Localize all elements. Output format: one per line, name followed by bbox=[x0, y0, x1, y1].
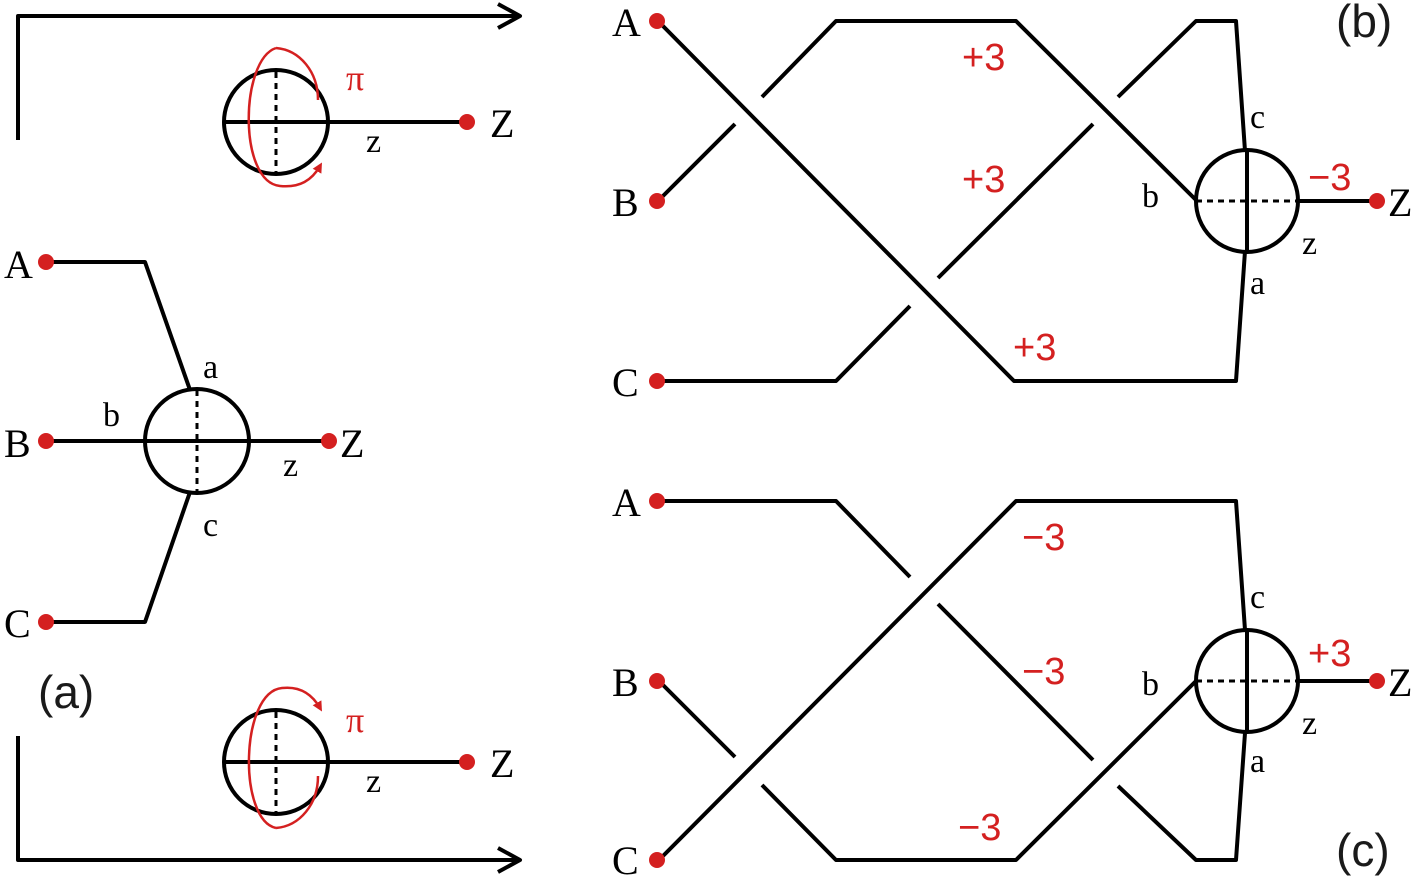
leg-label-c: c bbox=[203, 507, 218, 544]
terminal-dot-c-b bbox=[649, 373, 665, 389]
twist-label-b-3: +3 bbox=[1013, 327, 1056, 369]
terminal-label-c-b: C bbox=[612, 360, 639, 405]
strand-c-upper bbox=[1116, 19, 1247, 152]
leg-label-z-top: z bbox=[366, 123, 381, 160]
terminal-label-z-top: Z bbox=[490, 101, 514, 146]
strand-a bbox=[657, 20, 1247, 383]
leg-c bbox=[46, 491, 192, 624]
strand-b-lower-c bbox=[760, 679, 1198, 862]
terminal-dot-z-b bbox=[1369, 193, 1385, 209]
leg-label-z-bottom: z bbox=[366, 763, 381, 800]
twist-label-b-vertex: −3 bbox=[1308, 157, 1351, 199]
terminal-label-c-c: C bbox=[612, 838, 639, 878]
terminal-dot-a-b bbox=[649, 13, 665, 29]
leg-label-b-c: b bbox=[1142, 666, 1159, 703]
process-arrow-bottom bbox=[16, 736, 522, 874]
strand-c-lower bbox=[659, 304, 912, 383]
strand-a-upper bbox=[659, 499, 912, 579]
terminal-label-b-b: B bbox=[612, 180, 639, 225]
leg-label-a-b: a bbox=[1250, 265, 1265, 302]
terminal-dot-z-bottom bbox=[459, 754, 475, 770]
terminal-label-b: B bbox=[4, 421, 31, 466]
rotation-angle-bottom: π bbox=[346, 700, 364, 740]
rotating-sphere-top: π z Z bbox=[222, 46, 514, 188]
terminal-dot-b bbox=[38, 433, 54, 449]
strand-b-upper-c bbox=[657, 679, 737, 759]
strand-c bbox=[657, 499, 1247, 862]
strand-a-lower bbox=[1116, 732, 1247, 862]
panel-c: A B C Z c b a z −3 −3 −3 +3 (c) bbox=[612, 480, 1412, 878]
leg-label-b-b: b bbox=[1142, 178, 1159, 215]
leg-label-c-c: c bbox=[1250, 579, 1265, 616]
leg-label-z: z bbox=[283, 447, 298, 484]
terminal-dot-c-c bbox=[649, 852, 665, 868]
strand-b-upper bbox=[760, 19, 1198, 202]
twist-label-c-2: −3 bbox=[1022, 651, 1065, 693]
terminal-label-a: A bbox=[4, 242, 33, 287]
terminal-dot-a bbox=[38, 254, 54, 270]
terminal-dot-z-top bbox=[459, 114, 475, 130]
junction-a: A B C Z a b c z bbox=[4, 242, 364, 646]
terminal-dot-b-c bbox=[649, 673, 665, 689]
panel-a: π z Z π z Z A B bbox=[4, 2, 522, 874]
terminal-label-z-b: Z bbox=[1388, 180, 1412, 225]
leg-a bbox=[46, 260, 192, 391]
leg-label-b: b bbox=[103, 397, 120, 434]
rotation-arrow-bottom bbox=[247, 686, 322, 830]
terminal-dot-b-b bbox=[649, 193, 665, 209]
twist-label-c-1: −3 bbox=[1022, 517, 1065, 559]
strand-a-mid bbox=[936, 602, 1095, 762]
terminal-label-b-c: B bbox=[612, 660, 639, 705]
panel-label-b: (b) bbox=[1336, 0, 1392, 47]
terminal-label-c: C bbox=[4, 601, 31, 646]
leg-label-z-b: z bbox=[1302, 225, 1317, 262]
leg-label-c-b: c bbox=[1250, 99, 1265, 136]
rotation-arrow-top bbox=[247, 46, 322, 188]
panel-label-c: (c) bbox=[1336, 824, 1390, 876]
terminal-dot-c bbox=[38, 614, 54, 630]
strand-b-lower bbox=[657, 122, 737, 202]
twist-label-c-vertex: +3 bbox=[1308, 633, 1351, 675]
terminal-label-a-b: A bbox=[612, 0, 641, 45]
rotation-angle-top: π bbox=[346, 58, 364, 98]
terminal-dot-z-c bbox=[1369, 673, 1385, 689]
twist-label-c-3: −3 bbox=[958, 807, 1001, 849]
terminal-label-z-bottom: Z bbox=[490, 741, 514, 786]
terminal-label-a-c: A bbox=[612, 480, 641, 525]
leg-label-a-c: a bbox=[1250, 743, 1265, 780]
strand-c-mid bbox=[936, 122, 1095, 280]
panel-label-a: (a) bbox=[38, 666, 94, 718]
twist-label-b-1: +3 bbox=[962, 37, 1005, 79]
terminal-dot-z bbox=[321, 433, 337, 449]
panel-b: A B C Z c b a z +3 +3 +3 −3 (b) bbox=[612, 0, 1412, 405]
terminal-dot-a-c bbox=[649, 493, 665, 509]
terminal-label-z: Z bbox=[340, 421, 364, 466]
process-arrow-top bbox=[16, 2, 522, 140]
twist-label-b-2: +3 bbox=[962, 159, 1005, 201]
rotating-sphere-bottom: π z Z bbox=[222, 686, 514, 830]
leg-label-a: a bbox=[203, 349, 218, 386]
terminal-label-z-c: Z bbox=[1388, 660, 1412, 705]
leg-label-z-c: z bbox=[1302, 705, 1317, 742]
